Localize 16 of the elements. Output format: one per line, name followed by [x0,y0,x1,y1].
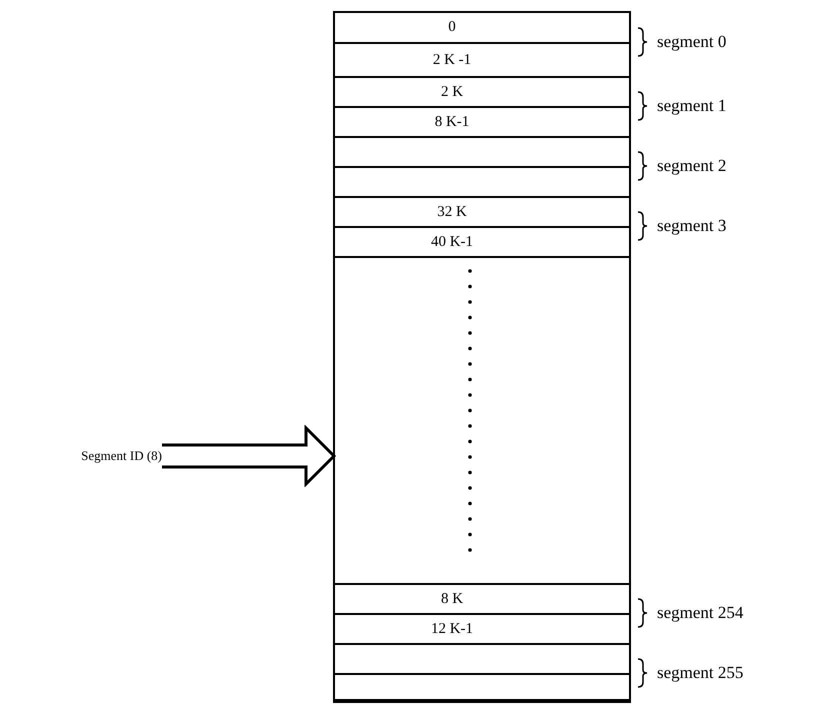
segment-label: segment 255 [657,663,744,683]
memory-row: 2 K -1 [335,44,629,78]
memory-row: 12 K-1 [335,615,629,645]
segment-label: segment 2 [657,156,726,176]
memory-row: 8 K [335,585,629,615]
memory-table [333,11,631,703]
segment-label: segment 1 [657,96,726,116]
memory-row: 8 K-1 [335,108,629,138]
memory-row: 32 K [335,198,629,228]
segment-label: segment 3 [657,216,726,236]
memory-row: 0 [335,13,629,44]
segment-label: segment 254 [657,603,744,623]
memory-row: 40 K-1 [335,228,629,258]
segment-label: segment 0 [657,32,726,52]
input-label: Segment ID (8) [50,440,162,472]
memory-row: 2 K [335,78,629,108]
